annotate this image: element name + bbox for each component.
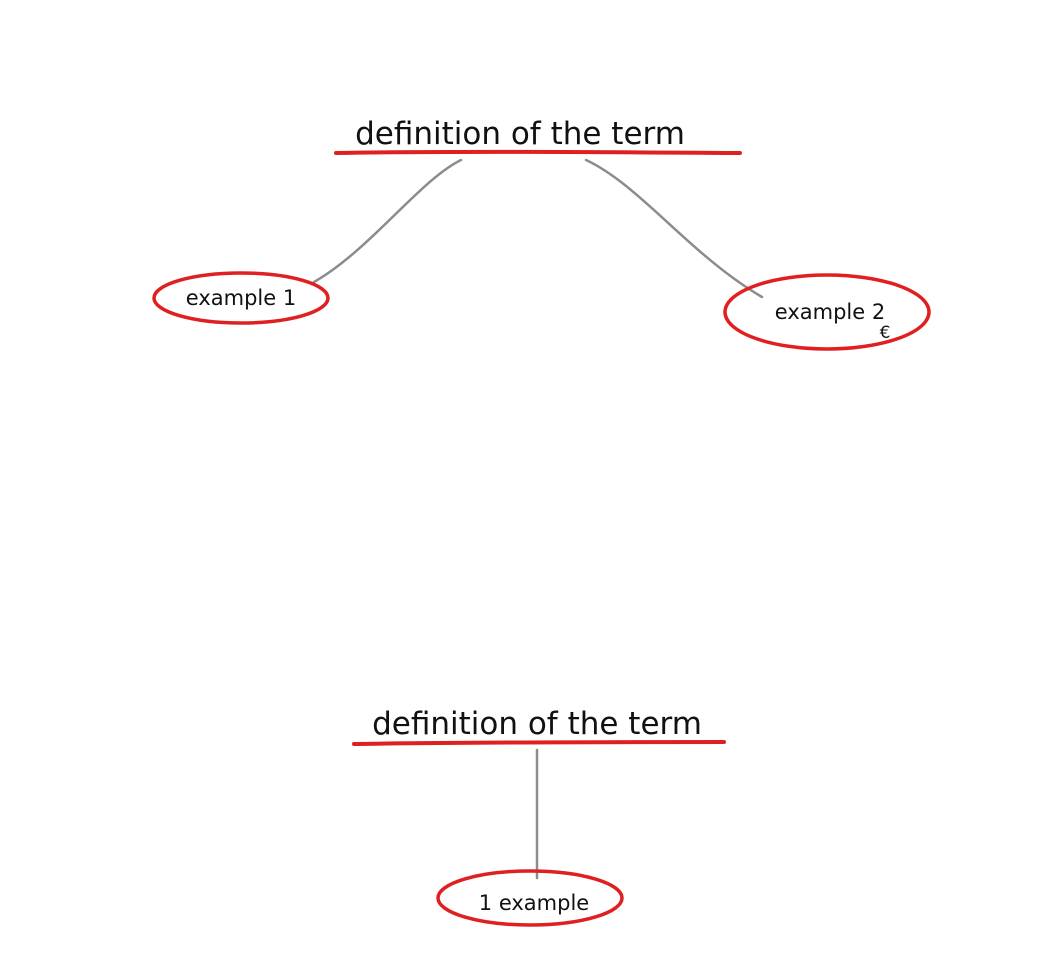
example-mark-right: € xyxy=(880,323,891,343)
example-ring-left xyxy=(152,271,330,325)
example-ring-right xyxy=(723,273,931,351)
example-label-center: 1 example xyxy=(479,891,589,915)
connector-left xyxy=(312,158,463,284)
example-label-left: example 1 xyxy=(186,286,296,310)
term-underline-2 xyxy=(352,740,726,746)
example-label-right: example 2 xyxy=(775,300,885,324)
connector-right xyxy=(584,158,764,299)
example-ring-center xyxy=(436,869,624,927)
term-title-2: definition of the term xyxy=(372,706,702,742)
diagram-two-examples: definition of the term example 1 example… xyxy=(152,116,931,351)
diagram-one-example: definition of the term 1 example xyxy=(352,706,726,927)
term-underline xyxy=(334,149,742,155)
term-title: definition of the term xyxy=(355,116,685,152)
